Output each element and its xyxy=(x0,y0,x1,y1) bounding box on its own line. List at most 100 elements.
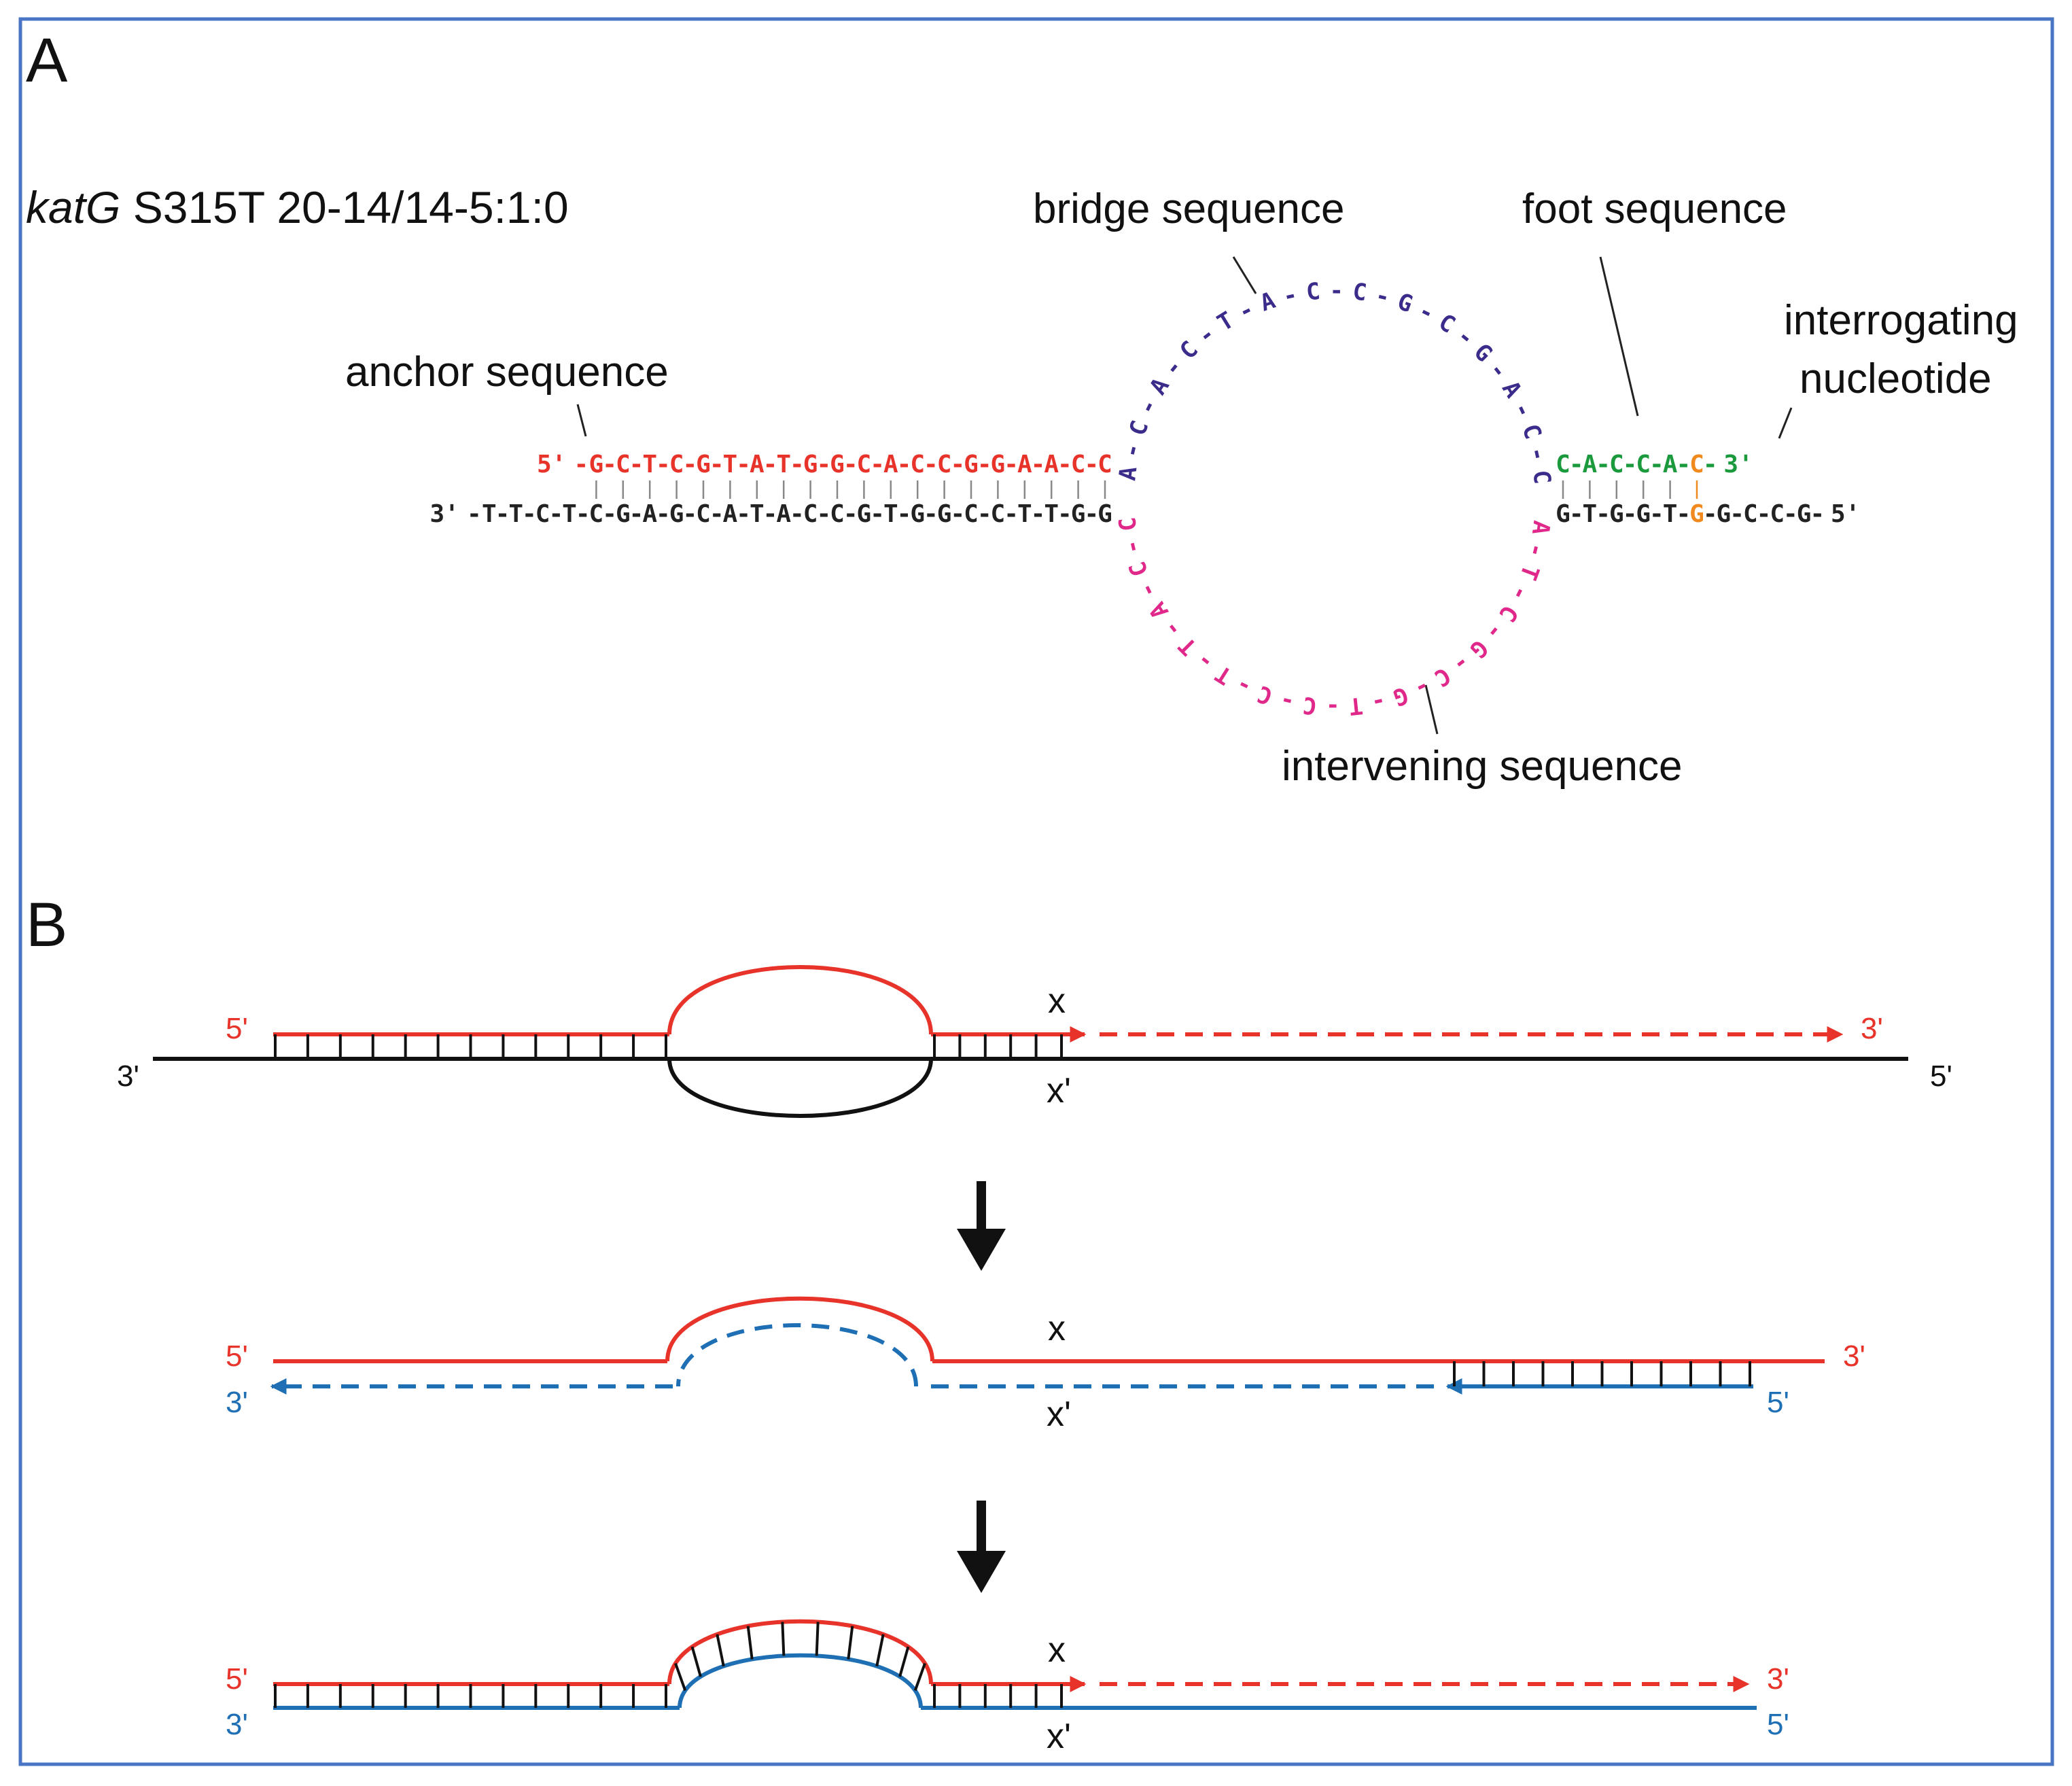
intervening-base: C xyxy=(1124,558,1155,580)
intervening-bond: - xyxy=(1447,648,1475,678)
foot-bond: - xyxy=(1676,451,1691,478)
intervening-base: T xyxy=(1348,691,1364,720)
anchor-base: G xyxy=(589,451,604,478)
figure-frame xyxy=(18,17,2054,1766)
bridge-bond: - xyxy=(1159,353,1189,381)
process-arrow-1 xyxy=(957,1181,1006,1271)
intervening-bond: - xyxy=(1278,686,1297,716)
template-bond: - xyxy=(1676,500,1691,528)
bridge-base: C xyxy=(1174,336,1204,365)
intervening-bond: - xyxy=(1369,687,1388,716)
bridge-bond: - xyxy=(1507,398,1538,423)
top-strand-3prime: 3' xyxy=(1723,451,1753,478)
step1-3prime-right: 3' xyxy=(1861,1012,1883,1045)
step3-x: x xyxy=(1048,1630,1066,1670)
loop-basepair-tick xyxy=(716,1634,725,1667)
template-base: G xyxy=(669,500,684,528)
anchor-bond: - xyxy=(870,451,885,478)
intervening-bond: - xyxy=(1522,540,1551,561)
template-base: C xyxy=(964,500,979,528)
template-bond: - xyxy=(1084,500,1099,528)
template-base: G xyxy=(1636,500,1651,528)
intervening-bond: - xyxy=(1410,672,1434,703)
intervening-bond: - xyxy=(1231,671,1256,701)
template-bond: - xyxy=(1757,500,1772,528)
template-base: G xyxy=(937,500,952,528)
leader-interrogating xyxy=(1778,407,1793,439)
anchor-base: C xyxy=(937,451,952,478)
loop-basepair-tick xyxy=(746,1626,754,1660)
anchor-bond: - xyxy=(763,451,778,478)
anchor-base: A xyxy=(883,451,898,478)
step1-foot-basepairs xyxy=(933,1034,1063,1059)
template-bond: - xyxy=(897,500,912,528)
intervening-base: T xyxy=(1514,561,1545,583)
bridge-base: A xyxy=(1257,287,1278,317)
foot-bond: - xyxy=(1623,451,1638,478)
template-bond: - xyxy=(656,500,671,528)
template-base: G xyxy=(1717,500,1732,528)
foot-bond: - xyxy=(1703,451,1718,478)
template-base: G xyxy=(1797,500,1812,528)
intervening-base: C xyxy=(1254,680,1276,710)
template-base: T xyxy=(508,500,523,528)
anchor-bond: - xyxy=(682,451,697,478)
template-bond: - xyxy=(977,500,992,528)
bridge-bond: - xyxy=(1193,320,1221,350)
template-bond: - xyxy=(602,500,617,528)
anchor-base: A xyxy=(750,451,765,478)
template-base: C xyxy=(1770,500,1785,528)
anchor-bond: - xyxy=(977,451,992,478)
template-bond: - xyxy=(1649,500,1664,528)
foot-bond: - xyxy=(1569,451,1584,478)
anchor-bond: - xyxy=(897,451,912,478)
template-bond: - xyxy=(950,500,965,528)
anchor-base: C xyxy=(1098,451,1112,478)
template-base: T xyxy=(1583,500,1598,528)
anchor-base: C xyxy=(857,451,872,478)
bridge-bond: - xyxy=(1234,296,1259,326)
template-bond: - xyxy=(682,500,697,528)
template-bond: - xyxy=(1569,500,1584,528)
intervening-base: A xyxy=(1526,519,1555,537)
leader-intervening xyxy=(1424,684,1439,735)
intervening-bond: - xyxy=(1117,537,1147,557)
intervening-base: C xyxy=(1114,516,1142,533)
step3-foot-basepairs xyxy=(933,1684,1063,1708)
bridge-base: A xyxy=(1496,377,1527,402)
step1-x-prime: x' xyxy=(1047,1071,1071,1110)
bridge-bond: - xyxy=(1329,277,1344,304)
intervening-bond: - xyxy=(1157,615,1187,643)
anchor-base: C xyxy=(669,451,684,478)
anchor-base: T xyxy=(723,451,738,478)
bridge-base: C xyxy=(1516,421,1546,442)
bridge-bond: - xyxy=(1133,395,1163,419)
loop-basepair-tick xyxy=(875,1634,885,1667)
leader-anchor xyxy=(576,404,587,437)
anchor-base: G xyxy=(696,451,711,478)
template-base: T xyxy=(562,500,577,528)
step2-blue-dashed-loop xyxy=(676,1323,918,1387)
intervening-base: A xyxy=(1144,597,1174,624)
bridge-bond: - xyxy=(1118,440,1148,460)
foot-base: A xyxy=(1663,451,1678,478)
template-bond: - xyxy=(763,500,778,528)
anchor-base: C xyxy=(1071,451,1086,478)
step1-template-loop xyxy=(667,1058,933,1118)
foot-base: A xyxy=(1583,451,1598,478)
label-intervening-sequence: intervening sequence xyxy=(1282,743,1682,790)
label-anchor-sequence: anchor sequence xyxy=(345,349,669,396)
intervening-bond: - xyxy=(1479,618,1509,646)
intervening-base: C xyxy=(1301,691,1318,720)
step2-3prime-right: 3' xyxy=(1843,1340,1865,1373)
template-base: G xyxy=(1098,500,1112,528)
step2-x-prime: x' xyxy=(1047,1395,1071,1434)
anchor-bond: - xyxy=(924,451,938,478)
template-base: C xyxy=(991,500,1006,528)
template-bond: - xyxy=(1004,500,1019,528)
template-bond: - xyxy=(924,500,938,528)
step-3: 5' 3' 3' 5' x x' xyxy=(226,1619,1789,1756)
template-bond: - xyxy=(1703,500,1718,528)
intervening-base: T xyxy=(1210,659,1237,690)
bridge-bond: - xyxy=(1280,281,1300,310)
